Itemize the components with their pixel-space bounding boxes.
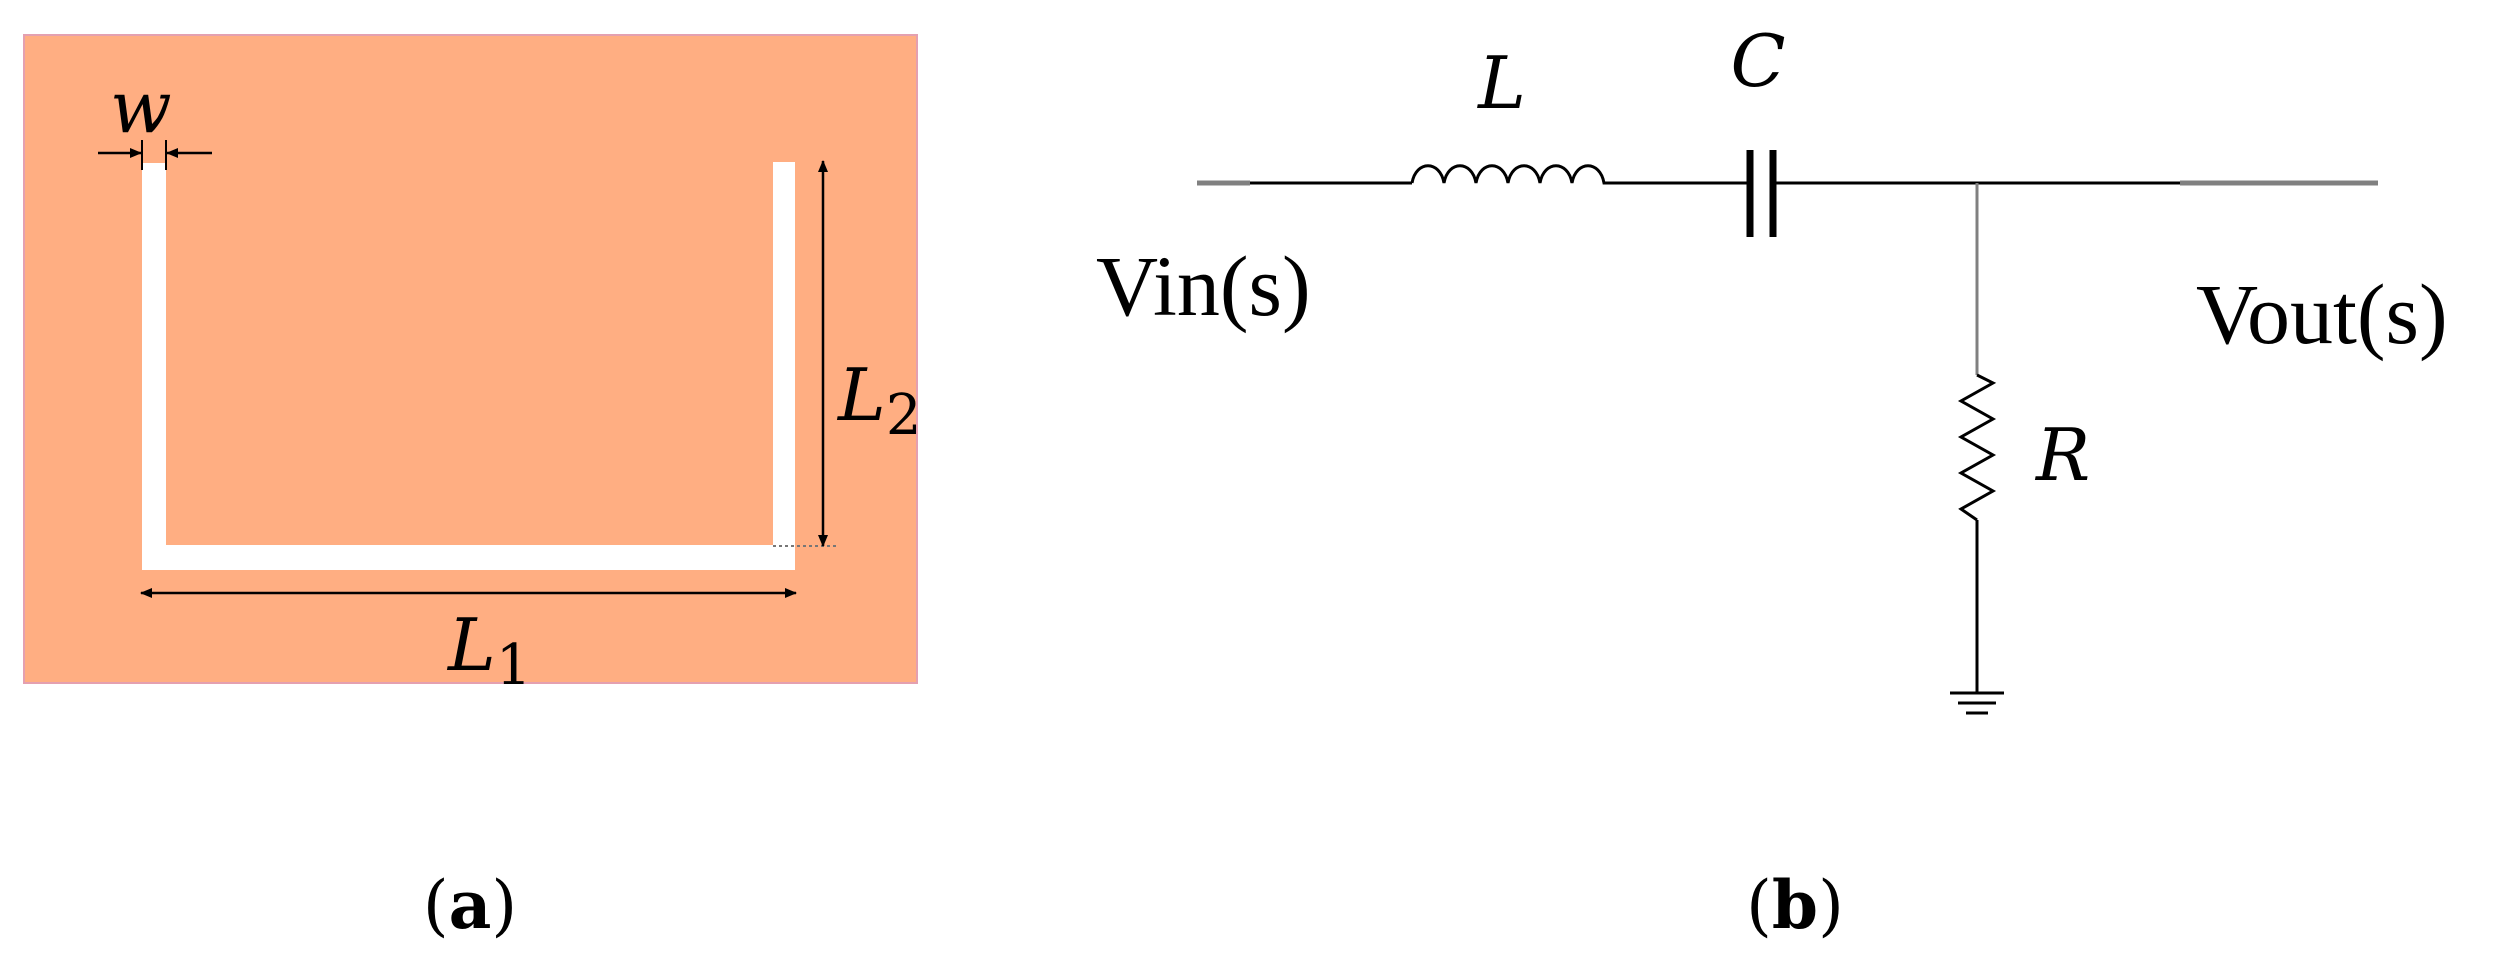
resistor-label: R bbox=[2034, 413, 2090, 497]
l2-label-main: L bbox=[836, 353, 886, 437]
w-label: w bbox=[110, 65, 172, 149]
w-dimension bbox=[98, 140, 212, 170]
panel-b: L C R Vin(s) Vout(s) (b) bbox=[1096, 19, 2448, 944]
inductor-label: L bbox=[1476, 41, 1526, 125]
l1-label-main: L bbox=[446, 603, 496, 687]
caption-a-close: ) bbox=[491, 867, 517, 944]
panel-a: w L2 L1 (a) bbox=[23, 34, 921, 944]
caption-a-letter: a bbox=[449, 866, 492, 944]
l2-label-sub: 2 bbox=[886, 383, 922, 448]
caption-a-open: ( bbox=[423, 867, 449, 944]
capacitor bbox=[1746, 150, 1777, 237]
capacitor-label: C bbox=[1730, 19, 1785, 103]
caption-a: (a) bbox=[423, 866, 517, 944]
output-label: Vout(s) bbox=[2196, 266, 2448, 362]
caption-b: (b) bbox=[1746, 866, 1844, 944]
caption-b-open: ( bbox=[1746, 867, 1772, 944]
l1-label-sub: 1 bbox=[496, 633, 532, 698]
inductor-coil bbox=[1410, 164, 1618, 185]
caption-b-letter: b bbox=[1772, 866, 1818, 944]
ground-icon bbox=[1950, 691, 2004, 715]
l2-label: L2 bbox=[836, 353, 921, 448]
caption-b-close: ) bbox=[1818, 867, 1844, 944]
substrate bbox=[23, 34, 918, 684]
input-label: Vin(s) bbox=[1096, 238, 1311, 334]
l1-label: L1 bbox=[446, 603, 531, 698]
resistor-zigzag bbox=[1957, 373, 1997, 522]
